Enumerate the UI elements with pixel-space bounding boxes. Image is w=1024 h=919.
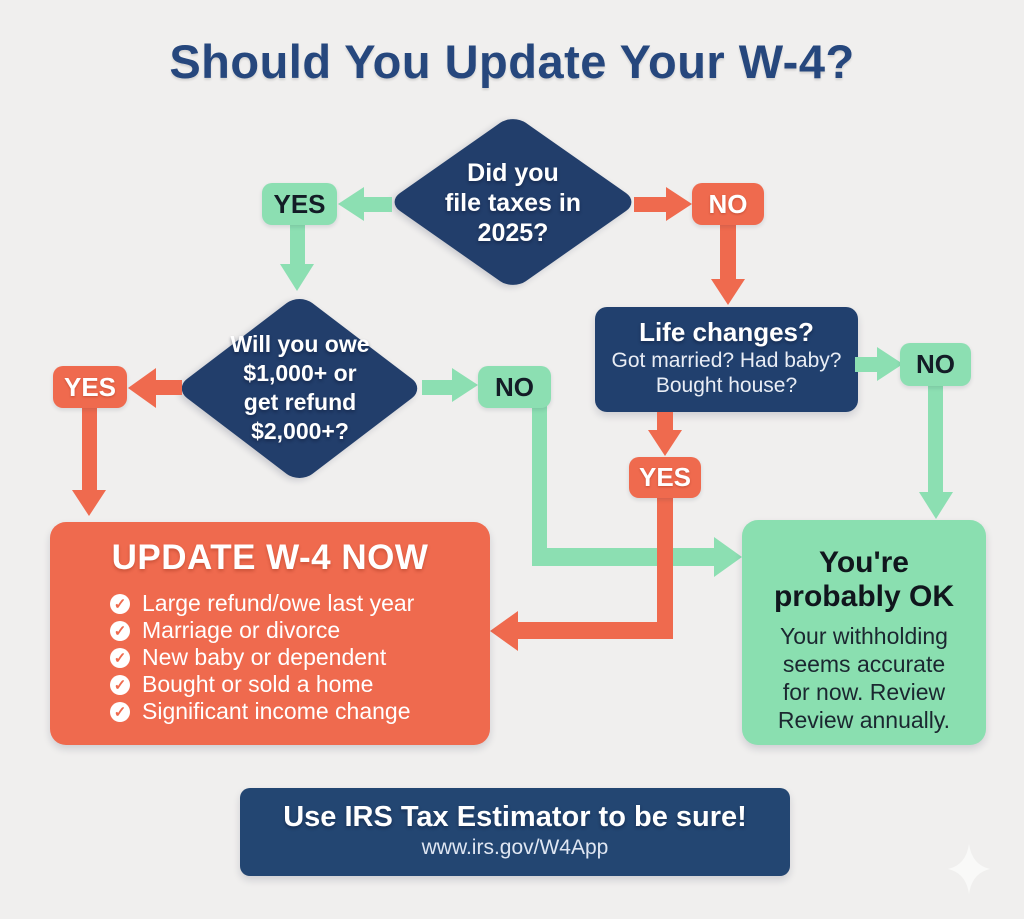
checklist-item-label: Marriage or divorce	[142, 617, 341, 643]
arrowhead-into-diamond2	[280, 264, 314, 291]
checklist-item-label: Significant income change	[142, 698, 411, 724]
life-changes-line: Got married? Had baby?	[611, 349, 842, 372]
probably-ok-box: You're probably OK Your withholding seem…	[742, 520, 986, 745]
label-no-owe-refund: NO	[478, 366, 551, 408]
decision-line: Did you	[467, 159, 559, 187]
check-circle-icon: ✓	[110, 593, 130, 614]
arrowhead-into-update-right	[490, 611, 518, 651]
check-circle-icon: ✓	[110, 674, 130, 695]
probably-ok-body-line: Your withholding	[780, 623, 948, 649]
checklist-item-label: New baby or dependent	[142, 644, 387, 670]
check-circle-icon: ✓	[110, 620, 130, 641]
footer-url: www.irs.gov/W4App	[421, 836, 609, 859]
arrowhead-into-ok-top	[919, 492, 953, 519]
connector-no2	[422, 380, 456, 395]
decision-owe-refund-text: Will you owe $1,000+ or get refund $2,00…	[180, 330, 420, 446]
checklist-item-label: Bought or sold a home	[142, 671, 374, 697]
footer-banner: Use IRS Tax Estimator to be sure! www.ir…	[240, 788, 790, 876]
arrowhead-into-life	[711, 279, 745, 305]
connector-yes3-horizontal	[514, 622, 673, 639]
arrowhead-into-yes1	[338, 187, 364, 221]
decision-file-taxes-text: Did you file taxes in 2025?	[393, 158, 633, 248]
checklist-item-label: Large refund/owe last year	[142, 590, 415, 616]
update-checklist: ✓ Large refund/owe last year ✓ Marriage …	[110, 590, 490, 725]
probably-ok-body-line: Review annually.	[777, 707, 951, 733]
decision-line: file taxes in	[444, 189, 582, 217]
check-circle-icon: ✓	[110, 647, 130, 668]
life-changes-title: Life changes?	[639, 317, 814, 347]
arrowhead-into-ok-left	[714, 537, 742, 577]
check-circle-icon: ✓	[110, 701, 130, 722]
connector-no2-horizontal	[532, 548, 716, 566]
connector-no3-down	[928, 384, 943, 494]
arrowhead-into-yes2	[128, 368, 156, 408]
update-w4-now-title: UPDATE W-4 NOW	[111, 538, 429, 577]
arrowhead-into-no3	[877, 347, 903, 381]
connector-no2-vertical	[532, 404, 547, 566]
probably-ok-body-line: for now. Review	[782, 679, 946, 705]
probably-ok-title-line: probably OK	[773, 580, 954, 613]
label-yes-life-changes: YES	[629, 457, 701, 498]
decision-line: Will you owe	[230, 331, 370, 357]
arrowhead-into-update-top	[72, 490, 106, 516]
life-changes-line: Bought house?	[655, 374, 798, 397]
checklist-item: ✓ New baby or dependent	[110, 644, 490, 671]
connector-yes3-vertical	[657, 496, 673, 639]
checklist-item: ✓ Large refund/owe last year	[110, 590, 490, 617]
update-w4-now-box: UPDATE W-4 NOW ✓ Large refund/owe last y…	[50, 522, 490, 745]
connector-no3	[855, 357, 883, 372]
label-no-file-taxes: NO	[692, 183, 764, 225]
checklist-item: ✓ Bought or sold a home	[110, 671, 490, 698]
footer-title: Use IRS Tax Estimator to be sure!	[283, 801, 747, 833]
probably-ok-body: Your withholding seems accurate for now.…	[742, 622, 986, 734]
sparkle-icon	[948, 844, 990, 894]
label-yes-owe-refund: YES	[53, 366, 127, 408]
connector-yes1-down	[290, 224, 305, 268]
probably-ok-title-line: You're	[819, 546, 909, 579]
probably-ok-title: You're probably OK	[742, 546, 986, 614]
life-changes-box: Life changes? Got married? Had baby? Bou…	[595, 307, 858, 412]
label-yes-file-taxes: YES	[262, 183, 337, 225]
decision-line: $1,000+ or	[243, 360, 357, 386]
connector-no1-down	[720, 223, 736, 281]
connector-yes3-stub	[657, 412, 673, 434]
connector-no1	[634, 197, 670, 212]
connector-yes2-down	[82, 406, 97, 492]
checklist-item: ✓ Significant income change	[110, 698, 490, 725]
probably-ok-body-line: seems accurate	[782, 651, 946, 677]
arrowhead-into-no1	[666, 187, 692, 221]
decision-line: get refund	[243, 389, 357, 415]
decision-line: 2025?	[477, 219, 549, 247]
decision-line: $2,000+?	[251, 418, 349, 444]
arrowhead-into-no2	[452, 368, 478, 402]
label-no-life-changes: NO	[900, 343, 971, 386]
checklist-item: ✓ Marriage or divorce	[110, 617, 490, 644]
page-title: Should You Update Your W-4?	[169, 35, 855, 88]
connector-yes2	[148, 380, 182, 395]
arrowhead-into-yes3	[648, 430, 682, 456]
connector-yes1	[356, 197, 392, 212]
